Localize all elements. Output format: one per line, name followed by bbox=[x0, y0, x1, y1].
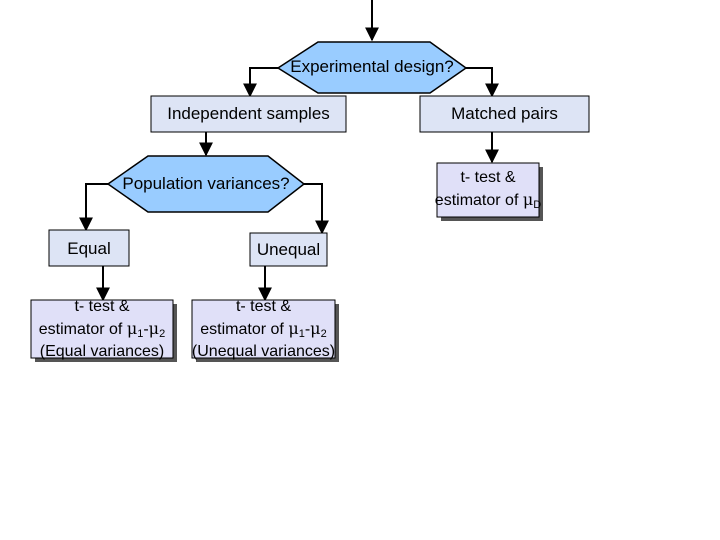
matched-result-line2: estimator of μD bbox=[420, 189, 556, 212]
equal-box bbox=[48, 229, 130, 267]
matched-pairs-box bbox=[419, 95, 590, 133]
arrow-to-equal bbox=[79, 183, 108, 232]
unequal-box bbox=[249, 232, 328, 267]
equal-result-text: t- test & estimator of μ1-μ2 (Equal vari… bbox=[24, 296, 180, 363]
equal-result-box bbox=[30, 299, 174, 359]
population-variances-decision bbox=[106, 155, 306, 213]
mu-symbol: μ bbox=[288, 319, 299, 338]
matched-pairs-label: Matched pairs bbox=[451, 104, 558, 123]
mu-symbol: μ bbox=[148, 319, 160, 338]
independent-samples-label: Independent samples bbox=[167, 104, 330, 123]
matched-result-text: t- test & estimator of μD bbox=[420, 167, 556, 212]
unequal-result-line2: estimator of μ1-μ2 bbox=[182, 318, 345, 341]
experimental-design-label: Experimental design? bbox=[290, 57, 454, 76]
estimator-prefix: estimator of bbox=[200, 321, 289, 338]
minus-sign: - bbox=[304, 321, 311, 338]
estimator-prefix: estimator of bbox=[38, 321, 127, 338]
mu-symbol: μ bbox=[310, 319, 321, 338]
unequal-result-line1: t- test & bbox=[235, 298, 292, 315]
equal-result-line1: t- test & bbox=[74, 298, 130, 315]
estimator-prefix: estimator of bbox=[434, 192, 523, 209]
minus-sign: - bbox=[143, 321, 149, 338]
unequal-result-text: t- test & estimator of μ1-μ2 (Unequal va… bbox=[182, 296, 345, 363]
equal-result-line2: estimator of μ1-μ2 bbox=[24, 318, 180, 341]
unequal-result-box bbox=[191, 299, 336, 359]
arrow-to-independent bbox=[243, 67, 278, 98]
arrow-to-unequal bbox=[304, 183, 329, 235]
subscript-2: 2 bbox=[320, 328, 327, 340]
subscript-1: 1 bbox=[137, 328, 144, 340]
mu-symbol: μ bbox=[126, 319, 138, 338]
connectors bbox=[79, 0, 499, 302]
arrow-to-matched bbox=[466, 67, 499, 98]
equal-result-line3: (Equal variances) bbox=[39, 343, 165, 360]
equal-label: Equal bbox=[67, 239, 111, 258]
unequal-label: Unequal bbox=[256, 240, 321, 259]
mu-symbol: μ bbox=[522, 190, 534, 209]
subscript-1: 1 bbox=[298, 328, 305, 340]
unequal-result-line3: (Unequal variances) bbox=[191, 343, 336, 360]
subscript-2: 2 bbox=[159, 328, 166, 340]
experimental-design-decision bbox=[276, 41, 468, 94]
matched-result-line1: t- test & bbox=[460, 169, 516, 186]
population-variances-label: Population variances? bbox=[122, 174, 290, 193]
matched-result-box bbox=[436, 162, 540, 218]
subscript-d: D bbox=[533, 199, 542, 211]
independent-samples-box bbox=[150, 95, 347, 133]
